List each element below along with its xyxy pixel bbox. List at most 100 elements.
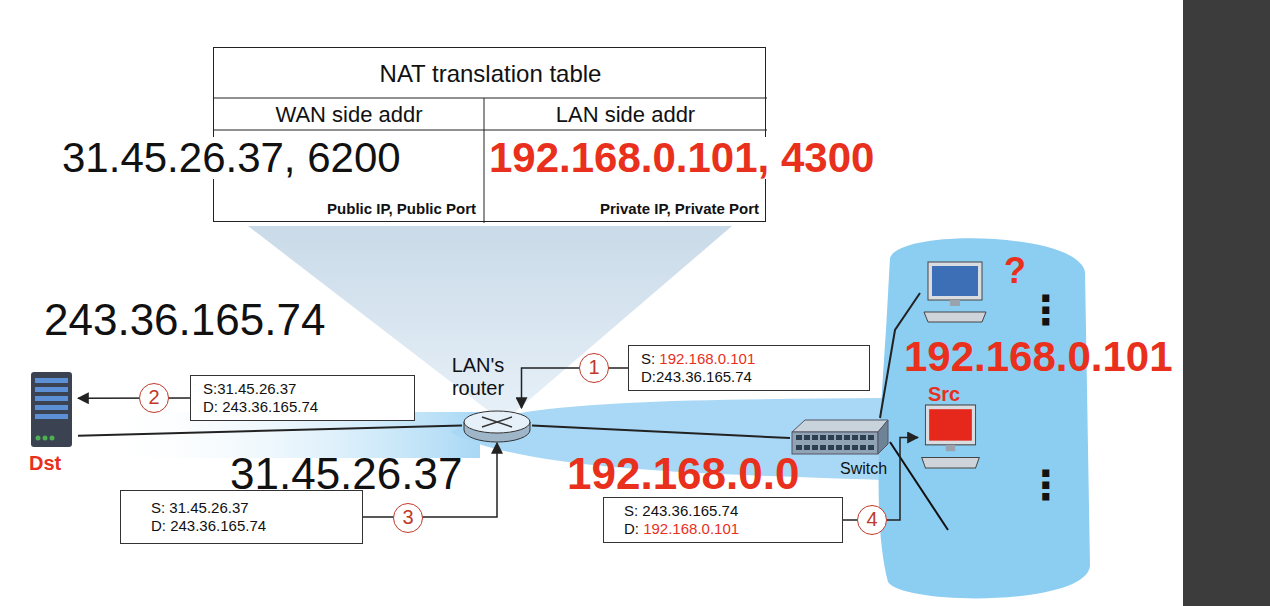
ip-address: 243.36.165.74 bbox=[42, 298, 327, 342]
source-computer: Src bbox=[918, 405, 983, 470]
packet-box: S: 31.45.26.37D: 243.36.165.74 bbox=[120, 490, 363, 544]
lan-cloud bbox=[879, 238, 1090, 598]
screen bbox=[929, 409, 972, 440]
switch-port bbox=[844, 435, 850, 440]
computer-figure bbox=[922, 405, 980, 468]
network-link bbox=[78, 426, 462, 436]
callout-number: 4 bbox=[857, 505, 887, 535]
switch-top bbox=[792, 420, 888, 432]
server-shape bbox=[25, 372, 78, 447]
switch-port bbox=[828, 435, 834, 440]
switch-port bbox=[812, 435, 818, 440]
screen bbox=[932, 266, 978, 296]
switch-port bbox=[868, 435, 874, 440]
switch-port bbox=[796, 445, 802, 450]
network-link bbox=[532, 426, 790, 439]
keyboard bbox=[922, 457, 980, 467]
server-light bbox=[43, 436, 48, 441]
table-cell: Private IP, Private Port bbox=[484, 200, 759, 217]
packet-header: S: 31.45.26.37 bbox=[151, 499, 332, 517]
table-cell: Public IP, Public Port bbox=[214, 200, 476, 217]
server-light bbox=[36, 436, 41, 441]
node-label: Switch bbox=[840, 460, 887, 478]
server-bay bbox=[35, 378, 68, 383]
switch-port bbox=[804, 445, 810, 450]
switch-port bbox=[836, 445, 842, 450]
packet-header: S: 192.168.0.101 bbox=[641, 350, 857, 368]
router-arrows bbox=[482, 417, 512, 427]
switch-port bbox=[852, 445, 858, 450]
switch-port bbox=[860, 445, 866, 450]
monitor-stand bbox=[950, 300, 960, 306]
packet-box: S: 192.168.0.101D:243.36.165.74 bbox=[628, 345, 870, 391]
server-bay bbox=[35, 387, 68, 392]
node-label: ? bbox=[1004, 250, 1026, 291]
server-bay bbox=[35, 396, 68, 401]
switch-port bbox=[860, 435, 866, 440]
switch-port bbox=[828, 445, 834, 450]
switch-shape bbox=[790, 418, 890, 458]
keyboard bbox=[924, 312, 986, 322]
computer-shape bbox=[918, 405, 983, 470]
switch-port bbox=[804, 435, 810, 440]
table-cell: LAN side addr bbox=[484, 102, 767, 127]
ellipsis: ⋮ bbox=[1024, 290, 1068, 330]
node-label: LAN's router bbox=[446, 354, 510, 400]
ethernet-wire bbox=[890, 442, 948, 530]
nat-table: NAT translation tableWAN side addrLAN si… bbox=[213, 47, 766, 222]
switch-port bbox=[820, 445, 826, 450]
text-part: S: bbox=[641, 350, 659, 367]
switch-port bbox=[796, 435, 802, 440]
router-shape bbox=[462, 408, 532, 443]
switch-port bbox=[820, 435, 826, 440]
router-top bbox=[464, 411, 530, 433]
server-case bbox=[31, 372, 72, 447]
server-bay bbox=[35, 405, 68, 410]
text-part: 192.168.0.101 bbox=[643, 520, 739, 537]
callout-number: 2 bbox=[139, 383, 169, 413]
packet-header: D:243.36.165.74 bbox=[641, 368, 857, 386]
text-part: 192.168.0.101 bbox=[659, 350, 755, 367]
monitor-stand bbox=[946, 445, 955, 451]
callout-number: 3 bbox=[393, 503, 423, 533]
monitor bbox=[928, 262, 982, 300]
switch-port bbox=[844, 445, 850, 450]
router-icon: LAN's router bbox=[462, 408, 532, 443]
packet-box: S: 243.36.165.74D: 192.168.0.101 bbox=[603, 497, 843, 543]
switch-port bbox=[812, 445, 818, 450]
callout-number: 1 bbox=[579, 353, 609, 383]
switch-icon: Switch bbox=[790, 418, 890, 458]
table-rule bbox=[214, 130, 767, 131]
switch-port bbox=[836, 435, 842, 440]
host-computer: ? bbox=[920, 262, 990, 324]
switch-port bbox=[852, 435, 858, 440]
table-rule bbox=[214, 98, 767, 99]
subnet-address: 192.168.0.0 bbox=[565, 452, 801, 496]
packet-header: D: 243.36.165.74 bbox=[203, 398, 402, 416]
server-icon: Dst bbox=[25, 372, 78, 447]
packet-header: S: 243.36.165.74 bbox=[624, 502, 822, 520]
switch-port bbox=[868, 445, 874, 450]
packet-arrow bbox=[522, 368, 629, 408]
table-cell: NAT translation table bbox=[214, 60, 767, 88]
monitor bbox=[925, 405, 975, 445]
node-label: Src bbox=[928, 383, 960, 406]
node-label: Dst bbox=[29, 452, 61, 475]
table-rule bbox=[484, 98, 485, 223]
ip-address: 192.168.0.101 bbox=[902, 336, 1175, 378]
packet-header: D: 192.168.0.101 bbox=[624, 520, 822, 538]
computer-shape bbox=[920, 262, 990, 324]
server-light bbox=[50, 436, 55, 441]
text-part: D: bbox=[624, 520, 643, 537]
packet-box: S:31.45.26.37D: 243.36.165.74 bbox=[190, 375, 415, 421]
packet-header: D: 243.36.165.74 bbox=[151, 517, 332, 535]
ip-address: 31.45.26.37 bbox=[228, 452, 464, 496]
computer-figure bbox=[924, 262, 986, 322]
ellipsis: ⋮ bbox=[1024, 465, 1068, 505]
side-bar bbox=[1183, 0, 1270, 606]
switch-front bbox=[792, 432, 878, 454]
packet-header: S:31.45.26.37 bbox=[203, 380, 402, 398]
public-address: 31.45.26.37, 6200 bbox=[60, 137, 403, 179]
private-address: 192.168.0.101, 4300 bbox=[487, 137, 876, 179]
